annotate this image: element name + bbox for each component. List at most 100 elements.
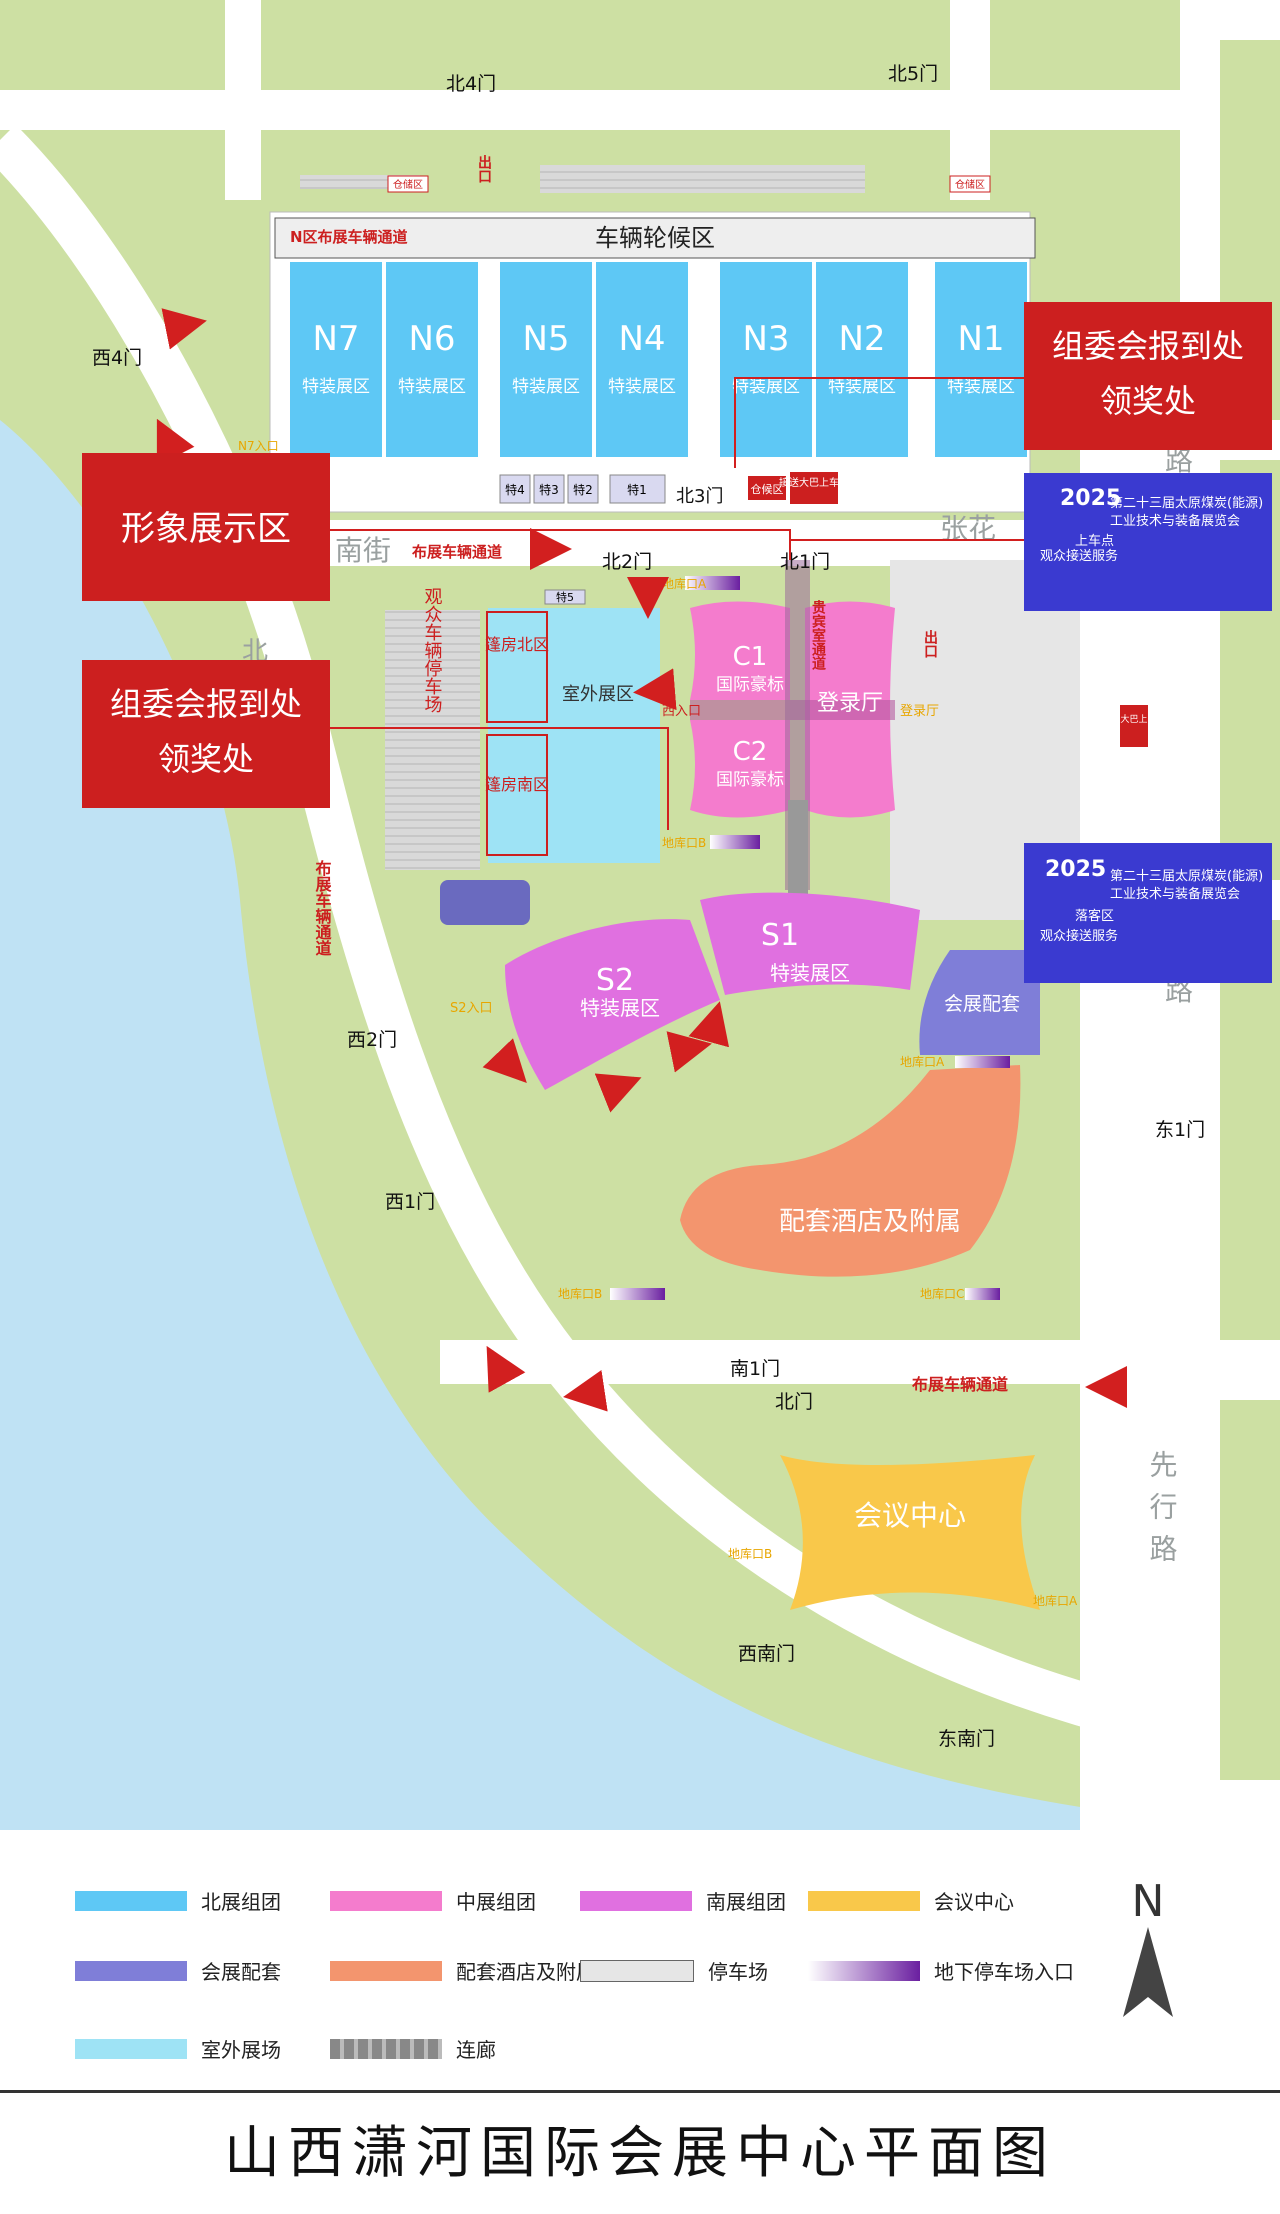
reg-west-line2: 领奖处 bbox=[158, 740, 254, 778]
hall-n2 bbox=[816, 262, 908, 457]
n-channel-label: N区布展车辆通道 bbox=[290, 228, 408, 246]
hall-c2 bbox=[690, 720, 790, 818]
legend-corridor: 连廊 bbox=[330, 2034, 496, 2063]
legend-support: 会展配套 bbox=[75, 1956, 281, 1985]
storage-west: 仓储区 bbox=[393, 178, 423, 191]
hall-n3 bbox=[720, 262, 812, 457]
t2-label: 特2 bbox=[573, 482, 593, 497]
legend: 北展组团 中展组团 南展组团 会议中心 会展配套 配套酒店及附属 停车场 地下停… bbox=[0, 1830, 1280, 2080]
reg-award-east-box bbox=[1024, 302, 1272, 450]
booth-t4 bbox=[499, 474, 531, 504]
hall-c1 bbox=[690, 601, 790, 700]
n1-special: 特装展区 bbox=[947, 377, 1015, 397]
legend-central-group: 中展组团 bbox=[330, 1886, 536, 1915]
title-bar: 山西潇河国际会展中心平面图 bbox=[0, 2090, 1280, 2214]
garage-a-mid-label: 地库口A bbox=[900, 1054, 945, 1069]
north-arrow-icon bbox=[1123, 1927, 1173, 2017]
vip-label: 贵宾室通道 bbox=[810, 599, 826, 671]
booth-north bbox=[486, 611, 548, 723]
page-title: 山西潇河国际会展中心平面图 bbox=[224, 2121, 1056, 2186]
legend-garage: 地下停车场入口 bbox=[808, 1956, 1074, 1985]
conference-label: 会议中心 bbox=[854, 1499, 966, 1532]
hall-s1 bbox=[700, 892, 920, 995]
gate-north-south: 北门 bbox=[775, 1391, 813, 1413]
n6-label: N6 bbox=[408, 319, 455, 359]
waiting-label: 仓候区 bbox=[751, 482, 784, 496]
s2-label: S2 bbox=[596, 963, 634, 998]
n7-label: N7 bbox=[312, 319, 359, 359]
gate-north4: 北4门 bbox=[446, 73, 496, 95]
t3-label: 特3 bbox=[539, 482, 559, 497]
dropoff-title1: 第二十三届太原煤炭(能源) bbox=[1110, 869, 1263, 884]
garage-a-bottom: 地库口A bbox=[1033, 1593, 1078, 1608]
channel-north: 布展车辆通道 bbox=[412, 543, 502, 561]
gate-north2: 北2门 bbox=[602, 551, 652, 573]
exit-north: 出口 bbox=[476, 154, 492, 183]
garage-b-bottom: 地库口B bbox=[728, 1546, 772, 1561]
gate-north1: 北1门 bbox=[780, 551, 830, 573]
reg-east-line2: 领奖处 bbox=[1100, 382, 1196, 420]
c2-label: C2 bbox=[733, 737, 768, 767]
n1-label: N1 bbox=[957, 319, 1004, 359]
vehicle-wait-area bbox=[274, 217, 1036, 259]
pickup-banner: 2025 第二十三届太原煤炭(能源) 工业技术与装备展览会 观众接送服务 上车点 bbox=[1024, 473, 1272, 611]
parking-north bbox=[540, 165, 865, 193]
outdoor-label: 室外展区 bbox=[562, 684, 634, 705]
booth-t1 bbox=[609, 474, 666, 504]
n5-label: N5 bbox=[522, 319, 569, 359]
pickup-year: 2025 bbox=[1060, 486, 1121, 511]
dropoff-year: 2025 bbox=[1045, 857, 1106, 882]
garage-a-top bbox=[685, 576, 740, 590]
parking-label: 观众车辆停车场 bbox=[422, 587, 443, 713]
hall-s2 bbox=[505, 919, 720, 1090]
connector-lines bbox=[330, 377, 1024, 830]
shuttle-box bbox=[790, 472, 838, 504]
n3-special: 特装展区 bbox=[732, 377, 800, 397]
shuttle-label: 接送大巴上车点 bbox=[779, 476, 849, 489]
venue-map: 车辆轮候区 N区布展车辆通道 N7 N6 N5 N4 N3 N2 N1 特装展区… bbox=[0, 0, 1280, 1830]
legend-hotel: 配套酒店及附属 bbox=[330, 1956, 596, 1985]
image-area-box bbox=[82, 453, 330, 601]
registration-entry: 登录厅 bbox=[900, 704, 939, 719]
channel-south: 布展车辆通道 bbox=[912, 1375, 1008, 1394]
n7-entry: N7入口 bbox=[238, 439, 279, 453]
t5-label: 特5 bbox=[556, 590, 574, 604]
arrows bbox=[156, 308, 1127, 1412]
s1-special: 特装展区 bbox=[770, 961, 850, 985]
pickup-service: 观众接送服务 bbox=[1040, 548, 1118, 564]
reg-west-line1: 组委会报到处 bbox=[110, 685, 302, 723]
dropoff-title2: 工业技术与装备展览会 bbox=[1110, 886, 1240, 902]
shuttle-east-box bbox=[1120, 705, 1148, 747]
booth-south-label: 篷房南区 bbox=[485, 775, 549, 794]
dropoff-label: 落客区 bbox=[1075, 908, 1114, 924]
s2-entry: S2入口 bbox=[450, 1001, 493, 1016]
booth-t3 bbox=[533, 474, 565, 504]
s2-special: 特装展区 bbox=[580, 996, 660, 1020]
c1-intl: 国际豪标 bbox=[716, 674, 784, 695]
gate-west1: 西1门 bbox=[385, 1191, 435, 1213]
n2-label: N2 bbox=[838, 319, 885, 359]
garage-b-mid bbox=[610, 1288, 665, 1300]
n4-label: N4 bbox=[618, 319, 665, 359]
support-label: 会展配套 bbox=[944, 993, 1020, 1015]
n4-special: 特装展区 bbox=[608, 377, 676, 397]
road-xianxing: 先行路 bbox=[1146, 1450, 1179, 1576]
gate-southwest: 西南门 bbox=[738, 1643, 795, 1665]
gate-west2: 西2门 bbox=[347, 1029, 397, 1051]
t1-label: 特1 bbox=[627, 482, 647, 497]
legend-outdoor: 室外展场 bbox=[75, 2034, 281, 2063]
garage-b-mid-label: 地库口B bbox=[558, 1286, 602, 1301]
n7-special: 特装展区 bbox=[302, 377, 370, 397]
booth-south bbox=[486, 734, 548, 856]
hotel-label: 配套酒店及附属 bbox=[779, 1207, 961, 1237]
north-compass: N bbox=[1118, 1876, 1178, 2017]
n6-special: 特装展区 bbox=[398, 377, 466, 397]
booth-t5 bbox=[544, 589, 586, 605]
north-halls: N7 N6 N5 N4 N3 N2 N1 特装展区 特装展区 特装展区 特装展区… bbox=[290, 262, 1027, 457]
corridor-link bbox=[788, 800, 808, 895]
north-label: N bbox=[1131, 1876, 1165, 1927]
support-building bbox=[919, 950, 1040, 1055]
gate-south1: 南1门 bbox=[730, 1358, 780, 1380]
pickup-title1: 第二十三届太原煤炭(能源) bbox=[1110, 496, 1263, 511]
t4-label: 特4 bbox=[505, 482, 525, 497]
